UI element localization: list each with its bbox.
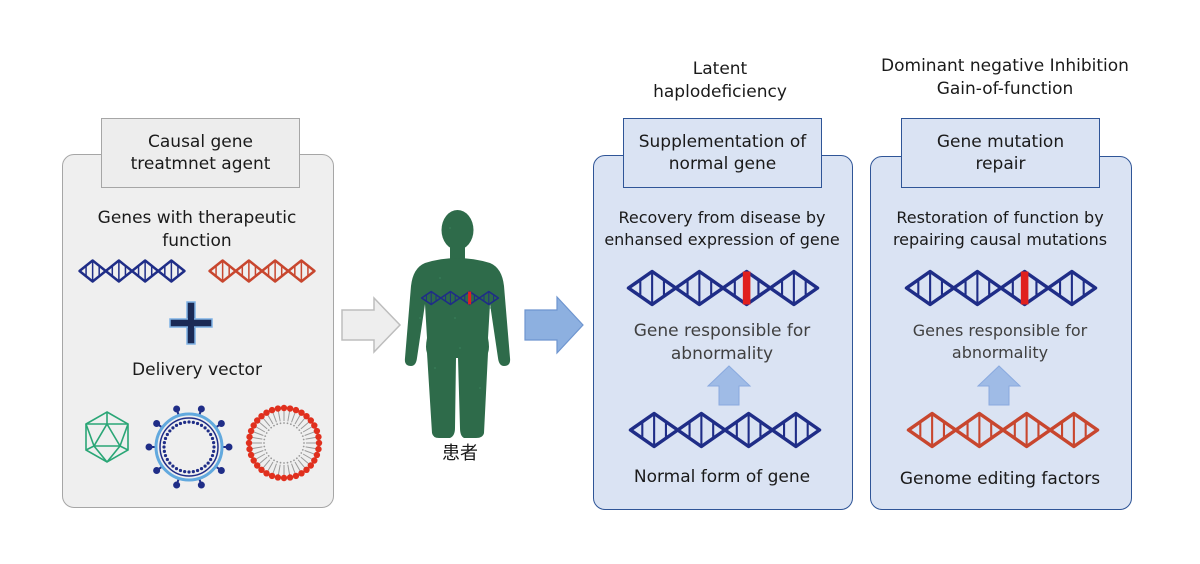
supplementation-title-line2: normal gene: [668, 154, 777, 174]
mutation-repair-title-line1: Gene mutation: [936, 132, 1065, 152]
causal-gene-panel: [62, 154, 334, 508]
supplementation-desc-line2: enhansed expression of gene: [604, 230, 840, 249]
patient-label: 患者: [442, 443, 478, 464]
mutation-repair-description: Restoration of function by repairing cau…: [870, 207, 1130, 251]
orange-dna-icon: [208, 259, 316, 283]
viral-vector-icon: [145, 405, 233, 489]
patient-dna-icon: [420, 290, 500, 306]
abnormal-genes-line2: abnormality: [951, 343, 1049, 362]
mutation-repair-desc-line1: Restoration of function by: [896, 208, 1104, 227]
genome-editing-label: Genome editing factors: [899, 469, 1101, 489]
latent-header-line1: Latent: [692, 59, 748, 79]
causal-gene-title-box: Causal gene treatmnet agent: [101, 118, 300, 188]
therapeutic-genes-line2: function: [162, 231, 232, 251]
causal-gene-title-line2: treatmnet agent: [130, 154, 271, 174]
abnormal-genes-line1: Genes responsible for: [912, 321, 1088, 340]
blue-arrow-icon: [524, 295, 584, 355]
therapeutic-genes-label: Genes with therapeutic function: [62, 207, 332, 253]
plus-icon: [169, 301, 213, 345]
abnormal-gene-line2: abnormality: [670, 344, 774, 364]
up-arrow-icon: [706, 365, 752, 406]
grey-arrow-icon: [341, 296, 402, 354]
supplementation-title-box: Supplementation of normal gene: [623, 118, 822, 188]
abnormal-gene-label: Gene responsible for abnormality: [593, 320, 851, 366]
patient-figure-icon: [404, 210, 511, 438]
blue-dna-icon: [78, 259, 186, 283]
abnormal-genes-label: Genes responsible for abnormality: [870, 320, 1130, 364]
supplementation-desc-line1: Recovery from disease by: [618, 208, 826, 227]
mutation-repair-desc-line2: repairing causal mutations: [892, 230, 1108, 249]
therapeutic-genes-line1: Genes with therapeutic: [97, 208, 297, 228]
liposome-icon: [245, 404, 323, 482]
abnormal-gene-line1: Gene responsible for: [633, 321, 811, 341]
normal-dna-icon: [628, 411, 822, 449]
mutated-dna-icon: [626, 269, 820, 307]
causal-gene-title-line1: Causal gene: [148, 132, 253, 152]
latent-header: Latent haplodeficiency: [620, 58, 820, 104]
supplementation-panel: [593, 155, 853, 510]
mutation-repair-panel: [870, 156, 1132, 510]
mutation-repair-title-line2: repair: [975, 154, 1026, 174]
delivery-vector-label: Delivery vector: [132, 360, 262, 380]
dominant-header-line1: Dominant negative Inhibition: [881, 56, 1129, 76]
up-arrow-icon-right: [976, 365, 1022, 406]
normal-gene-label: Normal form of gene: [633, 467, 811, 487]
dominant-header: Dominant negative Inhibition Gain-of-fun…: [860, 55, 1150, 101]
icosahedron-virus-icon: [85, 411, 129, 463]
mutation-repair-title-box: Gene mutation repair: [901, 118, 1100, 188]
supplementation-title-line1: Supplementation of: [638, 132, 807, 152]
editing-dna-icon: [906, 411, 1100, 449]
latent-header-line2: haplodeficiency: [653, 82, 787, 102]
dominant-header-line2: Gain-of-function: [936, 79, 1074, 99]
supplementation-description: Recovery from disease by enhansed expres…: [583, 207, 861, 251]
mutated-dna-icon-right: [904, 269, 1098, 307]
